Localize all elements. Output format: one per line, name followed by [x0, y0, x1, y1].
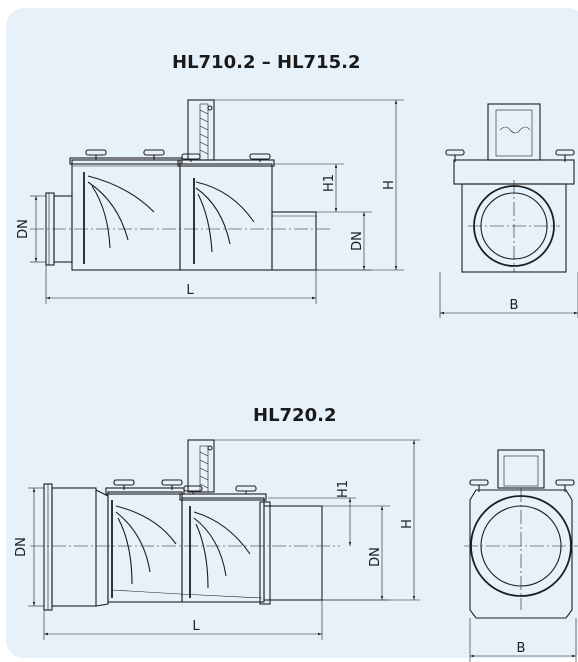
h-label-bottom: H — [400, 519, 415, 529]
end-view-top — [439, 103, 578, 318]
end-view-bottom — [464, 449, 578, 662]
dn-label-left-bottom: DN — [14, 537, 29, 557]
side-view-bottom — [28, 439, 420, 640]
l-label-top: L — [186, 283, 194, 298]
b-label-top: B — [510, 298, 519, 313]
model-title-top: HL710.2 – HL715.2 — [172, 52, 361, 73]
h1-label-top: H1 — [322, 174, 337, 192]
h-label-top: H — [382, 180, 397, 190]
model-title-bottom: HL720.2 — [253, 405, 337, 426]
dn-label-right-top: DN — [350, 231, 365, 251]
dn-label-right-bottom: DN — [368, 547, 383, 567]
b-label-bottom: B — [517, 641, 526, 656]
h1-label-bottom: H1 — [336, 480, 351, 498]
drawing-panel — [6, 8, 578, 658]
side-view-top — [30, 99, 404, 304]
dn-label-left-top: DN — [16, 219, 31, 239]
l-label-bottom: L — [192, 619, 200, 634]
